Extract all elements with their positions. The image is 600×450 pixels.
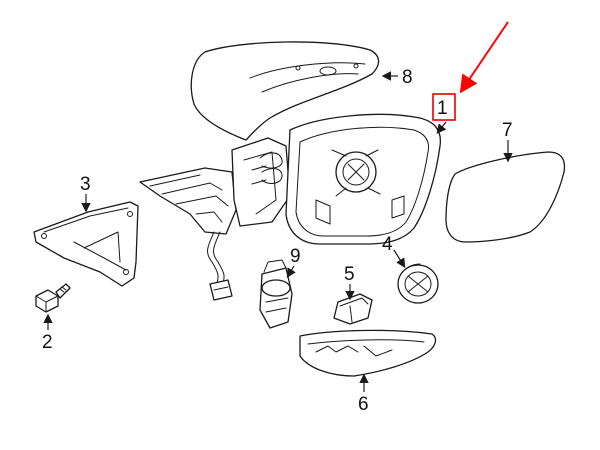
callout-8: 8 [402, 67, 413, 88]
highlight-arrow [459, 21, 509, 94]
callout-2: 2 [42, 332, 53, 353]
power-fold-switch-part[interactable] [259, 259, 293, 329]
side-repeater-lamp-part[interactable] [299, 329, 437, 377]
turn-signal-cap-part[interactable] [397, 263, 439, 304]
callout-5: 5 [344, 264, 355, 285]
puddle-lamp-part[interactable] [333, 293, 373, 325]
callout-1: 1 [437, 98, 448, 119]
leader-9 [286, 265, 296, 279]
leader-1 [436, 121, 447, 134]
mirror-housing-assembly[interactable] [139, 113, 442, 301]
mirror-bracket-part[interactable] [33, 201, 139, 287]
mirror-cover-part[interactable] [190, 41, 380, 141]
callout-3: 3 [80, 174, 91, 195]
callout-9: 9 [290, 246, 301, 267]
callout-6: 6 [358, 394, 369, 415]
callout-4: 4 [382, 234, 393, 255]
bolt-part[interactable] [35, 283, 71, 313]
callout-7: 7 [502, 120, 513, 141]
mirror-glass-part[interactable] [445, 151, 566, 243]
leader-4 [393, 249, 406, 269]
highlight-box [432, 93, 456, 121]
